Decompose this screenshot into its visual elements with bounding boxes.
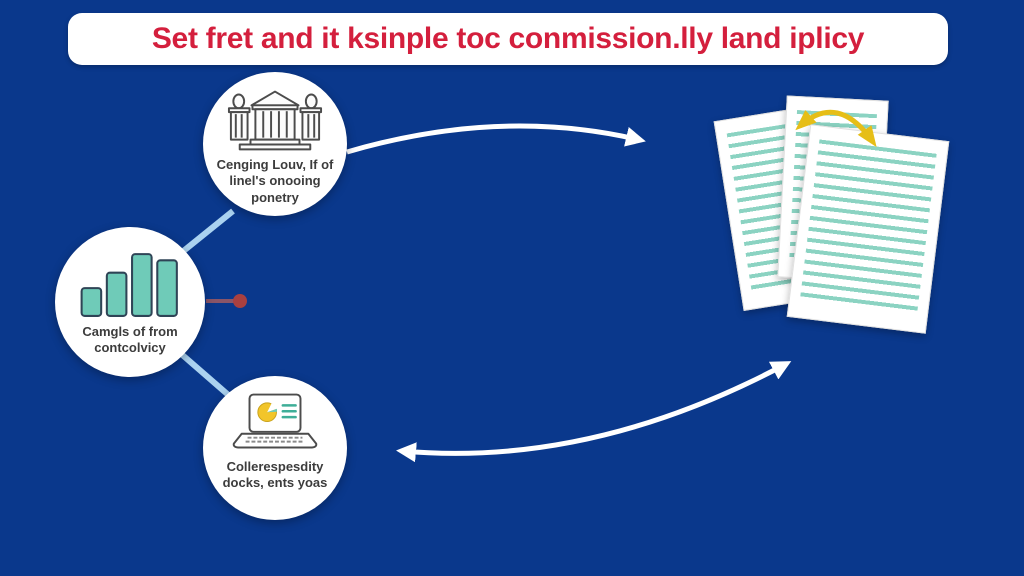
bank-building-icon xyxy=(227,90,323,151)
top-flow-arrow-icon xyxy=(346,123,646,155)
connector-line-top-left xyxy=(179,208,235,256)
node-institution-circle: Cenging Louv, If of linel's onooing pone… xyxy=(203,72,347,216)
laptop-chart-icon xyxy=(232,393,318,449)
node-label: Camgls of from contcolvicy xyxy=(82,324,178,356)
connector-dot xyxy=(233,294,247,308)
bottom-flow-arrow-icon xyxy=(396,361,792,463)
document-text-lines xyxy=(799,139,937,317)
node-metrics-circle: Camgls of from contcolvicy xyxy=(55,227,205,377)
bar-chart-icon xyxy=(80,253,178,317)
page-title: Set fret and it ksinple toc conmission.l… xyxy=(151,22,865,55)
node-reports-circle: Collerespesdity docks, ents yoas xyxy=(203,376,347,520)
connector-line-left-bottom xyxy=(177,349,235,402)
node-label: Collerespesdity docks, ents yoas xyxy=(222,459,328,491)
node-label: Cenging Louv, If of linel's onooing pone… xyxy=(216,157,334,205)
document-page xyxy=(786,124,950,334)
document-stack xyxy=(712,90,962,335)
title-banner: Set fret and it ksinple toc conmission.l… xyxy=(68,13,948,65)
